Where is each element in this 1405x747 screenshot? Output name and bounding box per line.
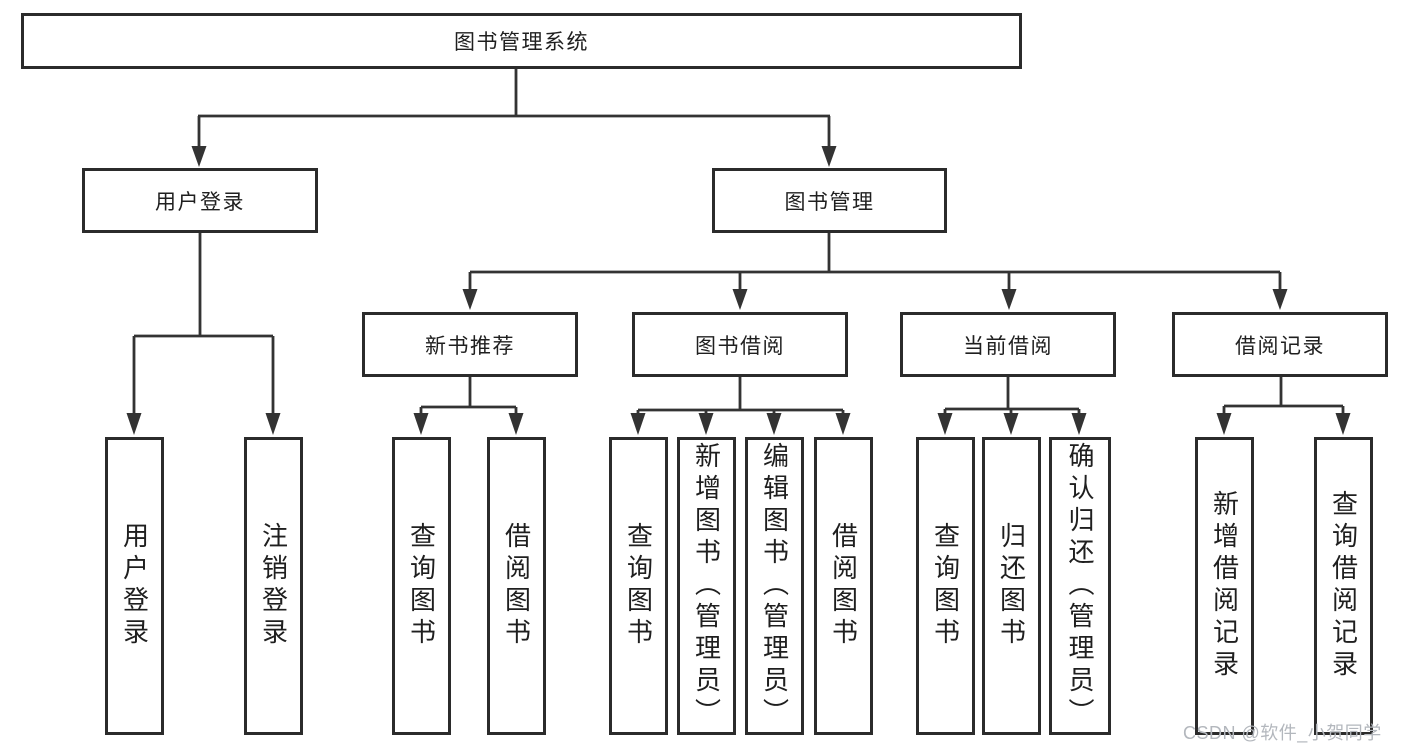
node-user-login-label: 用户登录 (155, 190, 245, 214)
leaf-add-borrow-record-label: 新增借阅记录 (1209, 490, 1240, 682)
node-current-borrow: 当前借阅 (900, 312, 1116, 377)
node-new-book-recommend-label: 新书推荐 (425, 334, 515, 358)
leaf-borrow-books-label: 借阅图书 (828, 522, 859, 650)
leaf-query-books-borrow: 查询图书 (609, 437, 668, 735)
leaf-user-login: 用户登录 (105, 437, 164, 735)
leaf-query-borrow-record-label: 查询借阅记录 (1328, 490, 1359, 682)
leaf-add-book-admin: 新增图书（管理员） (677, 437, 736, 735)
node-user-login: 用户登录 (82, 168, 318, 233)
node-book-borrow-label: 图书借阅 (695, 334, 785, 358)
leaf-return-book-label: 归还图书 (996, 522, 1027, 650)
leaf-query-books-recommend-label: 查询图书 (406, 522, 437, 650)
leaf-query-books-current: 查询图书 (916, 437, 975, 735)
arrowheads (126, 146, 1351, 435)
leaf-borrow-books-recommend-label: 借阅图书 (501, 522, 532, 650)
leaf-add-borrow-record: 新增借阅记录 (1195, 437, 1254, 735)
leaf-edit-book-admin-label: 编辑图书（管理员） (759, 442, 790, 730)
leaf-user-login-label: 用户登录 (119, 522, 150, 650)
leaf-borrow-books-recommend: 借阅图书 (487, 437, 546, 735)
node-root: 图书管理系统 (21, 13, 1022, 69)
node-borrow-records-label: 借阅记录 (1235, 334, 1325, 358)
node-book-management: 图书管理 (712, 168, 947, 233)
watermark: CSDN @软件_小贺同学 (1183, 723, 1382, 743)
node-new-book-recommend: 新书推荐 (362, 312, 578, 377)
leaf-query-borrow-record: 查询借阅记录 (1314, 437, 1373, 735)
leaf-borrow-books: 借阅图书 (814, 437, 873, 735)
leaf-query-books-current-label: 查询图书 (930, 522, 961, 650)
node-current-borrow-label: 当前借阅 (963, 334, 1053, 358)
node-book-management-label: 图书管理 (784, 190, 875, 214)
leaf-confirm-return-admin: 确认归还（管理员） (1049, 437, 1111, 735)
leaf-confirm-return-admin-label: 确认归还（管理员） (1065, 442, 1095, 730)
leaf-query-books-recommend: 查询图书 (392, 437, 451, 735)
leaf-return-book: 归还图书 (982, 437, 1041, 735)
node-book-borrow: 图书借阅 (632, 312, 848, 377)
leaf-query-books-borrow-label: 查询图书 (623, 522, 654, 650)
node-borrow-records: 借阅记录 (1172, 312, 1388, 377)
leaf-logout: 注销登录 (244, 437, 303, 735)
node-root-label: 图书管理系统 (454, 31, 589, 54)
leaf-logout-label: 注销登录 (258, 522, 289, 650)
leaf-add-book-admin-label: 新增图书（管理员） (691, 442, 722, 730)
leaf-edit-book-admin: 编辑图书（管理员） (745, 437, 804, 735)
